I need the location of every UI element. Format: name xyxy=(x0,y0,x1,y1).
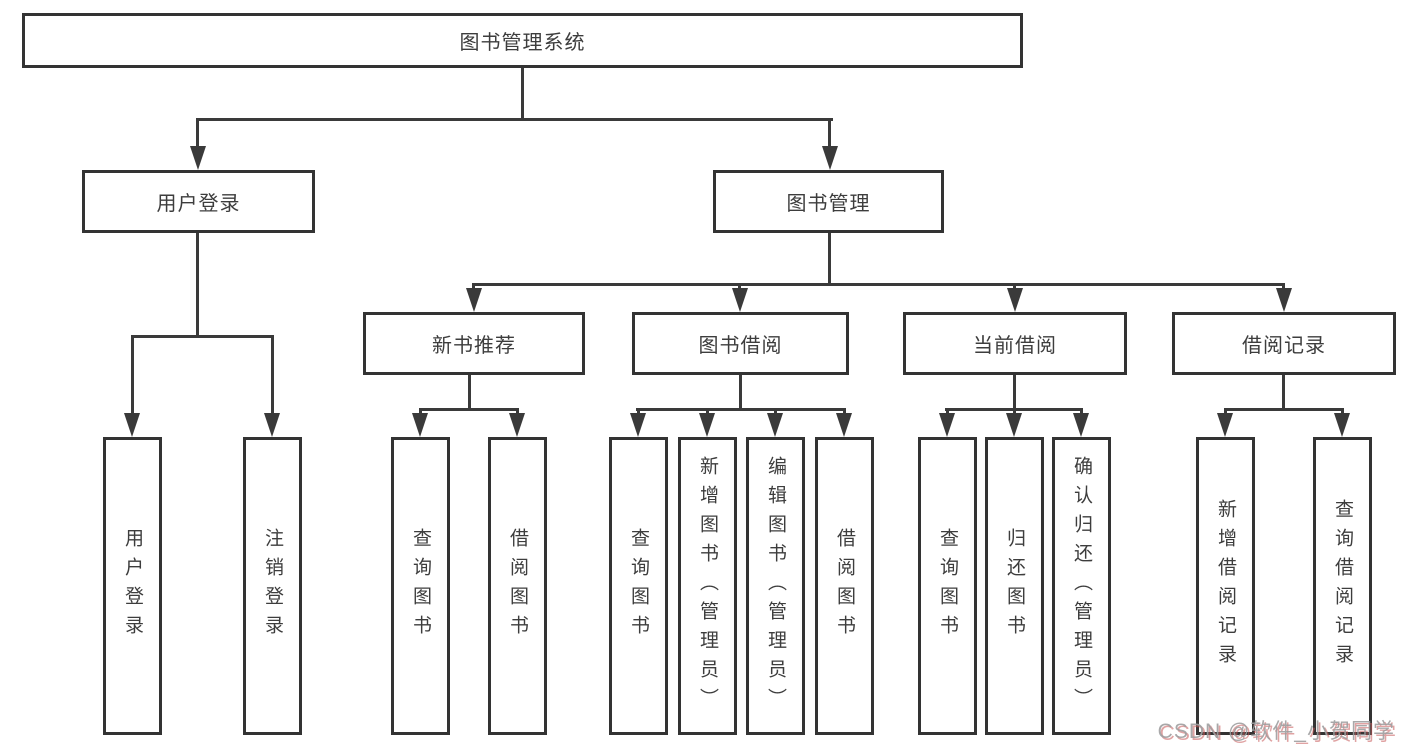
connector-stem-book-management xyxy=(828,118,831,148)
arrowhead-cb-confirm xyxy=(1073,413,1089,437)
connector-borrow-records-hline xyxy=(1224,408,1344,411)
arrowhead-bb-borrow xyxy=(836,413,852,437)
connector-root-stem xyxy=(521,68,524,118)
connector-stem-br-query xyxy=(1341,408,1344,415)
connector-current-borrow-stem xyxy=(1013,375,1016,408)
arrowhead-nb-query xyxy=(412,413,428,437)
leaf-cb-confirm-return-admin-label: 确认归还（管理员） xyxy=(1071,455,1092,717)
leaf-br-add-record-label: 新增借阅记录 xyxy=(1215,499,1236,673)
connector-stem-borrow-records xyxy=(1282,283,1285,290)
arrowhead-br-query xyxy=(1334,413,1350,437)
leaf-cb-return-books-label: 归还图书 xyxy=(1004,528,1025,644)
arrowhead-bb-add xyxy=(699,413,715,437)
node-user-login: 用户登录 xyxy=(82,170,315,233)
connector-stem-new-book xyxy=(472,283,475,290)
connector-stem-user-login xyxy=(196,118,199,148)
connector-stem-cb-query xyxy=(946,408,949,415)
connector-stem-bb-add xyxy=(706,408,709,415)
leaf-bb-query-books-label: 查询图书 xyxy=(628,528,649,644)
arrowhead-bb-query xyxy=(630,413,646,437)
leaf-nb-query-books-label: 查询图书 xyxy=(410,528,431,644)
node-new-book-recommend-label: 新书推荐 xyxy=(432,335,516,357)
arrowhead-cb-return xyxy=(1006,413,1022,437)
arrowhead-new-book xyxy=(466,288,482,312)
arrowhead-leaf-user-login xyxy=(124,413,140,437)
connector-user-login-hline xyxy=(131,335,273,338)
connector-stem-bb-query xyxy=(637,408,640,415)
connector-level3-hline xyxy=(472,283,1285,286)
connector-level2-hline xyxy=(196,118,833,121)
leaf-nb-borrow-books-label: 借阅图书 xyxy=(507,528,528,644)
node-book-borrow-label: 图书借阅 xyxy=(698,335,783,357)
arrowhead-current-borrow xyxy=(1007,288,1023,312)
connector-stem-nb-query xyxy=(419,408,422,415)
leaf-user-login: 用户登录 xyxy=(103,437,162,735)
connector-stem-leaf-user-login xyxy=(131,335,134,415)
leaf-bb-borrow-books-label: 借阅图书 xyxy=(834,528,855,644)
arrowhead-nb-borrow xyxy=(509,413,525,437)
connector-stem-cb-return xyxy=(1013,408,1016,415)
leaf-logout-label: 注销登录 xyxy=(262,528,283,644)
connector-new-book-hline xyxy=(419,408,519,411)
connector-stem-cb-confirm xyxy=(1080,408,1083,415)
leaf-logout: 注销登录 xyxy=(243,437,302,735)
leaf-cb-query-books: 查询图书 xyxy=(918,437,977,735)
connector-stem-nb-borrow xyxy=(516,408,519,415)
node-current-borrow: 当前借阅 xyxy=(903,312,1127,375)
leaf-br-add-record: 新增借阅记录 xyxy=(1196,437,1255,735)
node-new-book-recommend: 新书推荐 xyxy=(363,312,585,375)
connector-stem-current-borrow xyxy=(1013,283,1016,290)
node-book-management: 图书管理 xyxy=(713,170,944,233)
leaf-bb-edit-books-admin: 编辑图书（管理员） xyxy=(746,437,805,735)
connector-new-book-stem xyxy=(468,375,471,408)
connector-book-management-stem xyxy=(828,233,831,283)
arrowhead-cb-query xyxy=(939,413,955,437)
leaf-user-login-label: 用户登录 xyxy=(122,528,143,644)
leaf-cb-query-books-label: 查询图书 xyxy=(937,528,958,644)
node-book-management-label: 图书管理 xyxy=(786,193,871,215)
leaf-cb-confirm-return-admin: 确认归还（管理员） xyxy=(1052,437,1111,735)
node-user-login-label: 用户登录 xyxy=(156,193,241,215)
leaf-cb-return-books: 归还图书 xyxy=(985,437,1044,735)
connector-book-borrow-hline xyxy=(636,408,846,411)
arrowhead-book-borrow xyxy=(732,288,748,312)
arrowhead-user-login xyxy=(190,146,206,170)
node-borrow-records: 借阅记录 xyxy=(1172,312,1396,375)
leaf-br-query-record: 查询借阅记录 xyxy=(1313,437,1372,735)
connector-stem-leaf-logout xyxy=(271,335,274,415)
leaf-bb-borrow-books: 借阅图书 xyxy=(815,437,874,735)
connector-stem-br-add xyxy=(1224,408,1227,415)
node-root: 图书管理系统 xyxy=(22,13,1023,68)
arrowhead-bb-edit xyxy=(767,413,783,437)
node-book-borrow: 图书借阅 xyxy=(632,312,849,375)
leaf-bb-edit-books-admin-label: 编辑图书（管理员） xyxy=(765,455,786,717)
connector-stem-bb-borrow xyxy=(843,408,846,415)
node-root-label: 图书管理系统 xyxy=(459,32,586,54)
leaf-nb-query-books: 查询图书 xyxy=(391,437,450,735)
leaf-bb-query-books: 查询图书 xyxy=(609,437,668,735)
leaf-bb-add-books-admin-label: 新增图书（管理员） xyxy=(697,455,718,717)
csdn-watermark: CSDN @软件_小贺同学 xyxy=(1157,720,1395,743)
arrowhead-leaf-logout xyxy=(264,413,280,437)
connector-book-borrow-stem xyxy=(739,375,742,408)
connector-stem-bb-edit xyxy=(774,408,777,415)
arrowhead-borrow-records xyxy=(1276,288,1292,312)
arrowhead-book-management xyxy=(822,146,838,170)
leaf-bb-add-books-admin: 新增图书（管理员） xyxy=(678,437,737,735)
node-borrow-records-label: 借阅记录 xyxy=(1242,335,1326,357)
connector-stem-book-borrow xyxy=(738,283,741,290)
leaf-br-query-record-label: 查询借阅记录 xyxy=(1332,499,1353,673)
leaf-nb-borrow-books: 借阅图书 xyxy=(488,437,547,735)
connector-borrow-records-stem xyxy=(1282,375,1285,408)
node-current-borrow-label: 当前借阅 xyxy=(973,335,1057,357)
connector-user-login-stem xyxy=(196,233,199,335)
arrowhead-br-add xyxy=(1217,413,1233,437)
